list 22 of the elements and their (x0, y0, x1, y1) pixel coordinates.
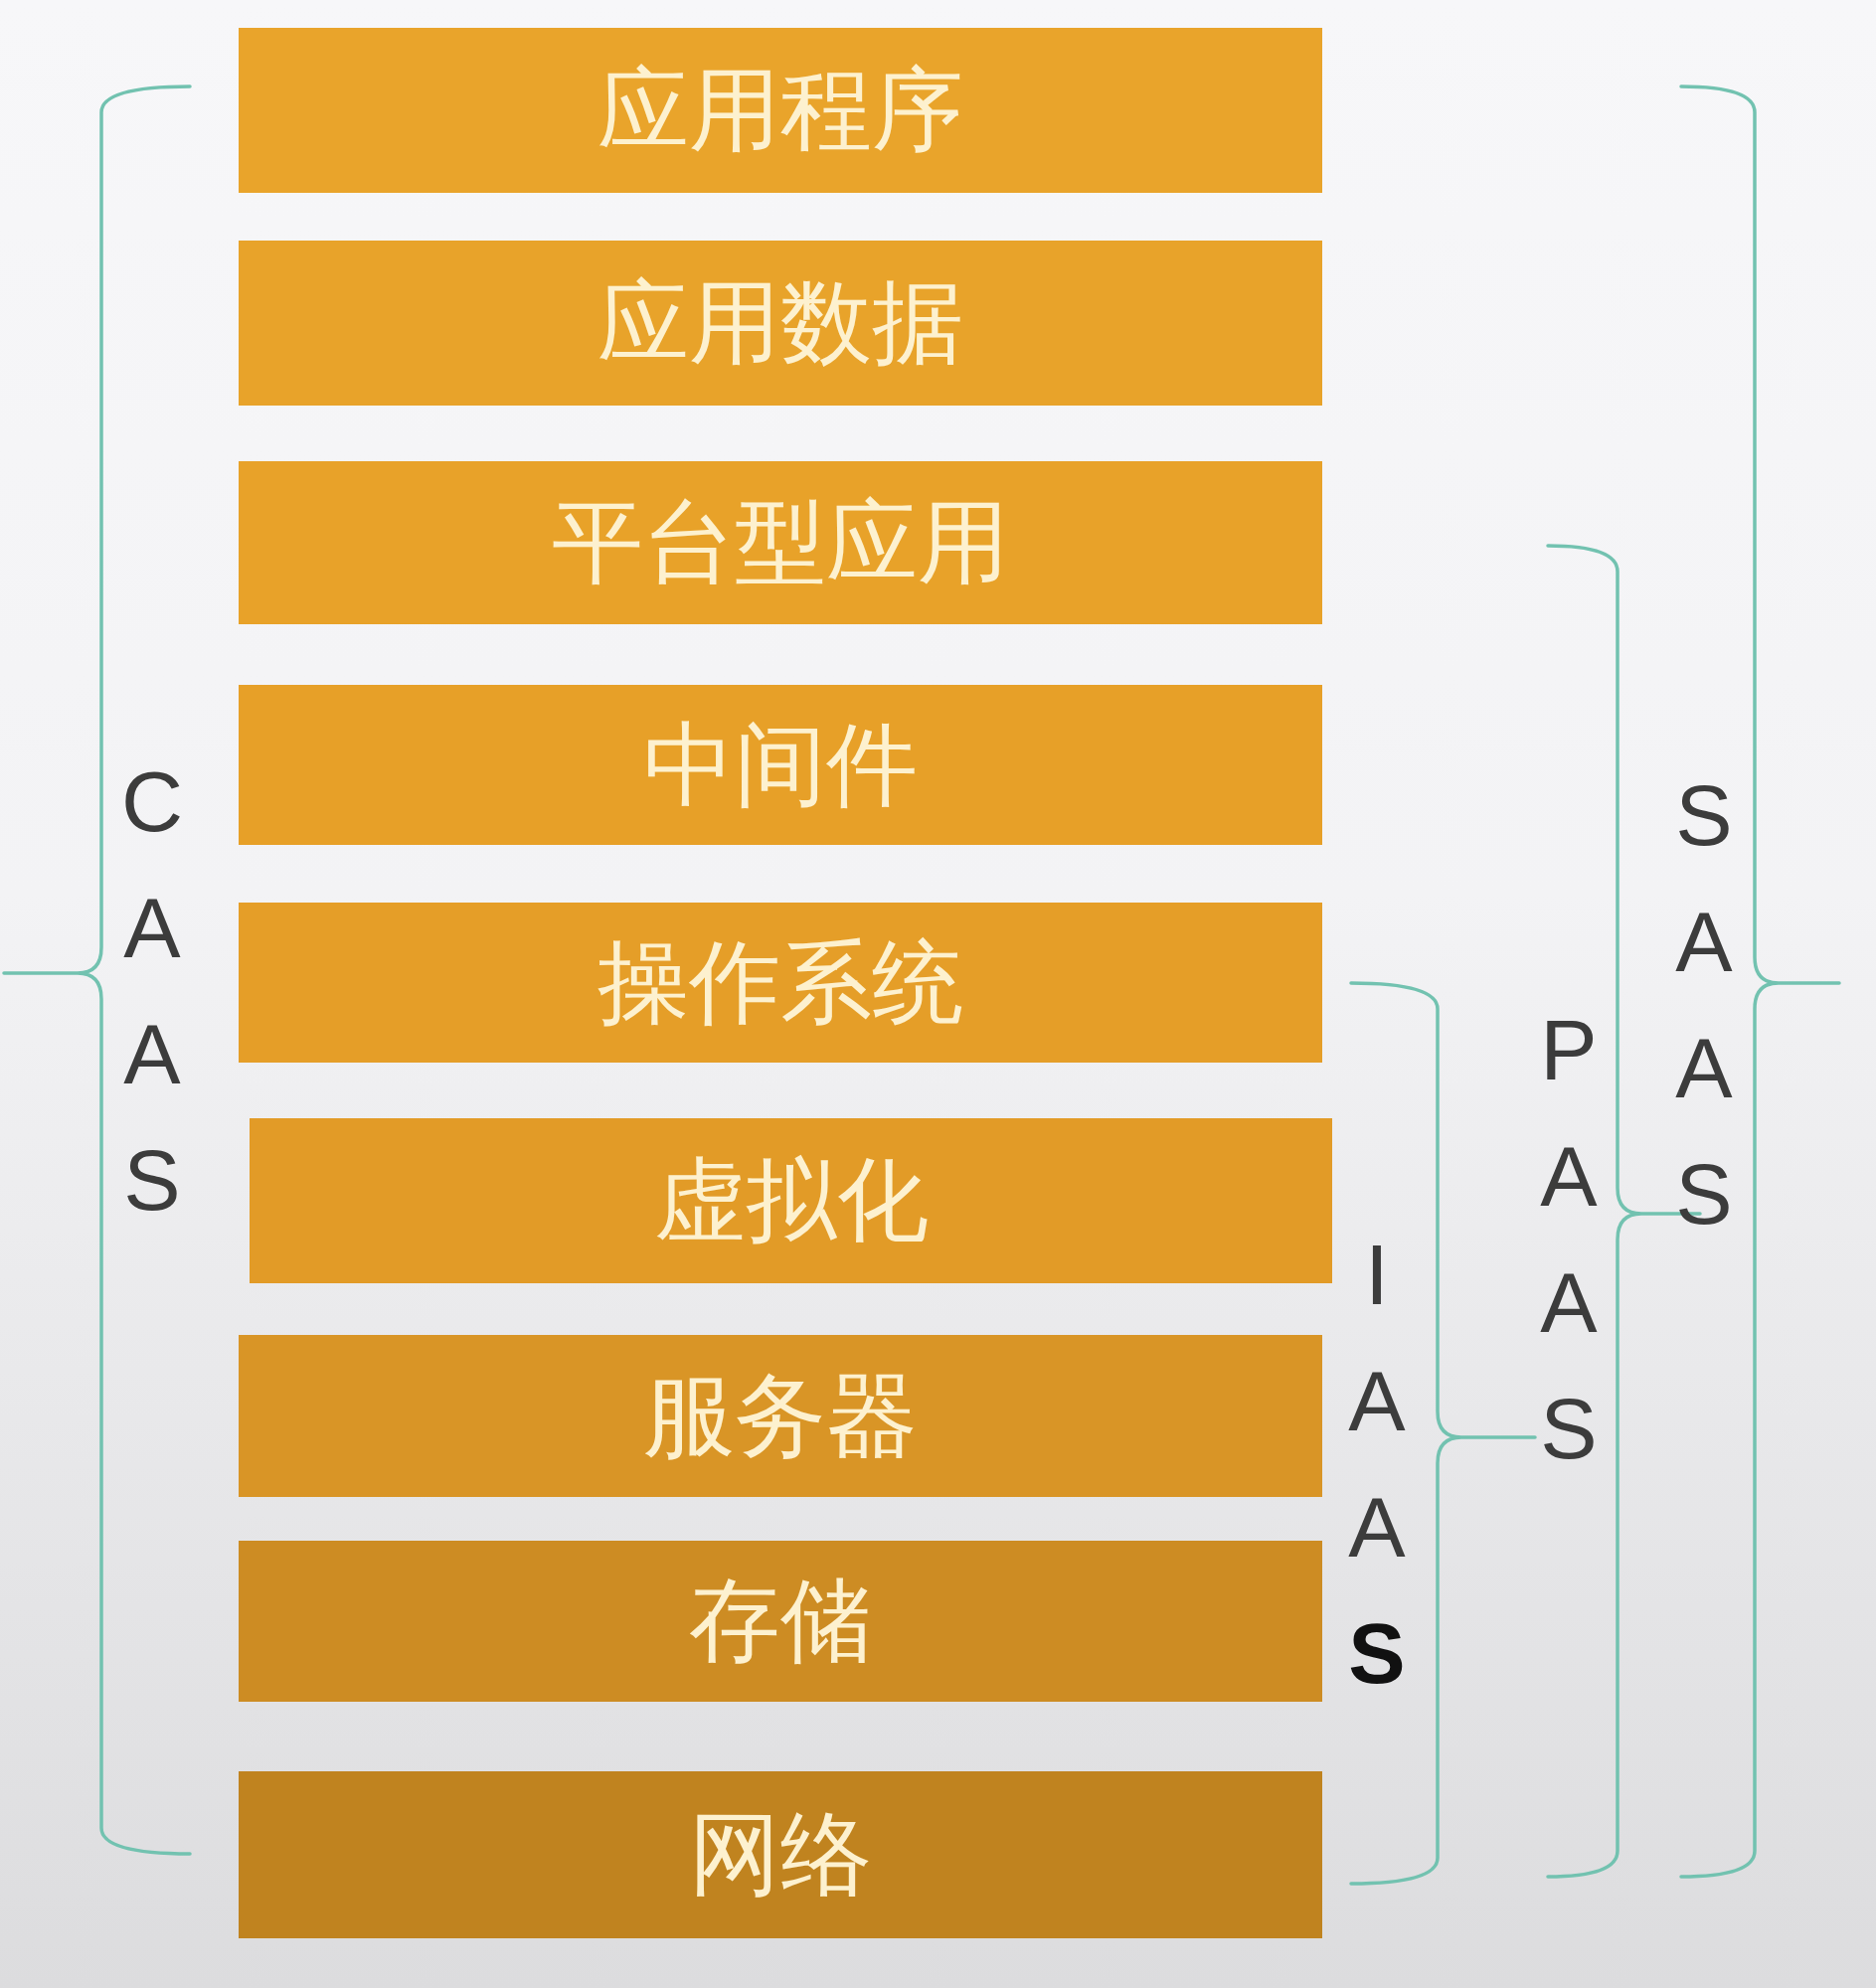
layer-box (250, 1118, 1332, 1283)
bracket-label: PAAS (1526, 1002, 1612, 1507)
layer-box (239, 28, 1322, 193)
layer-box (239, 461, 1322, 624)
layer-label: 应用数据 (597, 277, 963, 369)
layer-label: 应用程序 (597, 65, 963, 156)
layer-label: 中间件 (643, 719, 918, 811)
bracket-label: IAAS (1334, 1227, 1420, 1732)
layer-box (239, 685, 1322, 845)
layer-label: 虚拟化 (653, 1155, 929, 1246)
layer-label: 服务器 (643, 1370, 918, 1462)
bracket-label: SAAS (1661, 767, 1747, 1272)
layer-box (239, 903, 1322, 1063)
layer-label: 网络 (689, 1809, 872, 1901)
layer-label: 操作系统 (597, 936, 963, 1029)
layer-box (239, 1541, 1322, 1702)
layer-label: 平台型应用 (552, 497, 1009, 588)
layer-box (239, 1335, 1322, 1497)
layer-box (239, 241, 1322, 406)
bracket-label: CAAS (109, 753, 195, 1258)
layer-box (239, 1771, 1322, 1938)
layer-label: 存储 (689, 1575, 872, 1667)
